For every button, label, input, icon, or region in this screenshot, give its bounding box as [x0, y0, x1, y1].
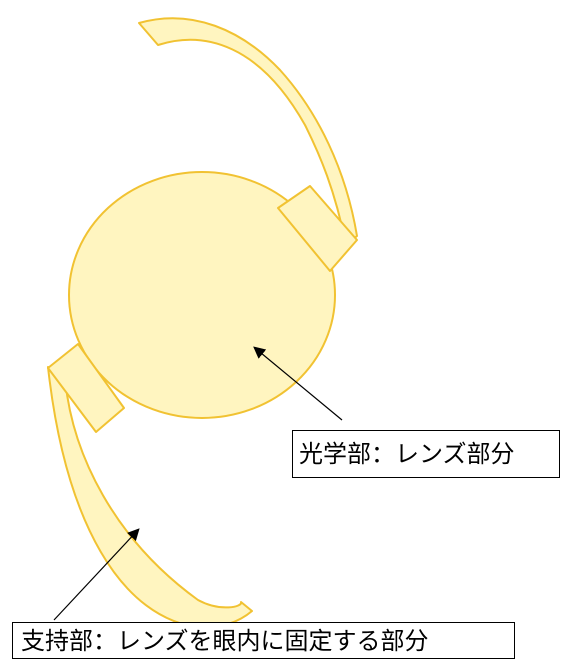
optic-label-text: 光学部：レンズ部分 — [299, 440, 515, 468]
optic-label: 光学部：レンズ部分 — [292, 430, 560, 478]
optic-lens — [68, 171, 336, 419]
haptic-label: 支持部：レンズを眼内に固定する部分 — [12, 622, 515, 659]
haptic-leader-line — [53, 528, 140, 621]
upper-haptic-connector — [277, 185, 358, 272]
lower-haptic-arm — [47, 366, 253, 629]
haptic-label-text: 支持部：レンズを眼内に固定する部分 — [21, 626, 429, 655]
lower-haptic-connector — [47, 343, 125, 433]
optic-leader-line — [253, 346, 343, 421]
